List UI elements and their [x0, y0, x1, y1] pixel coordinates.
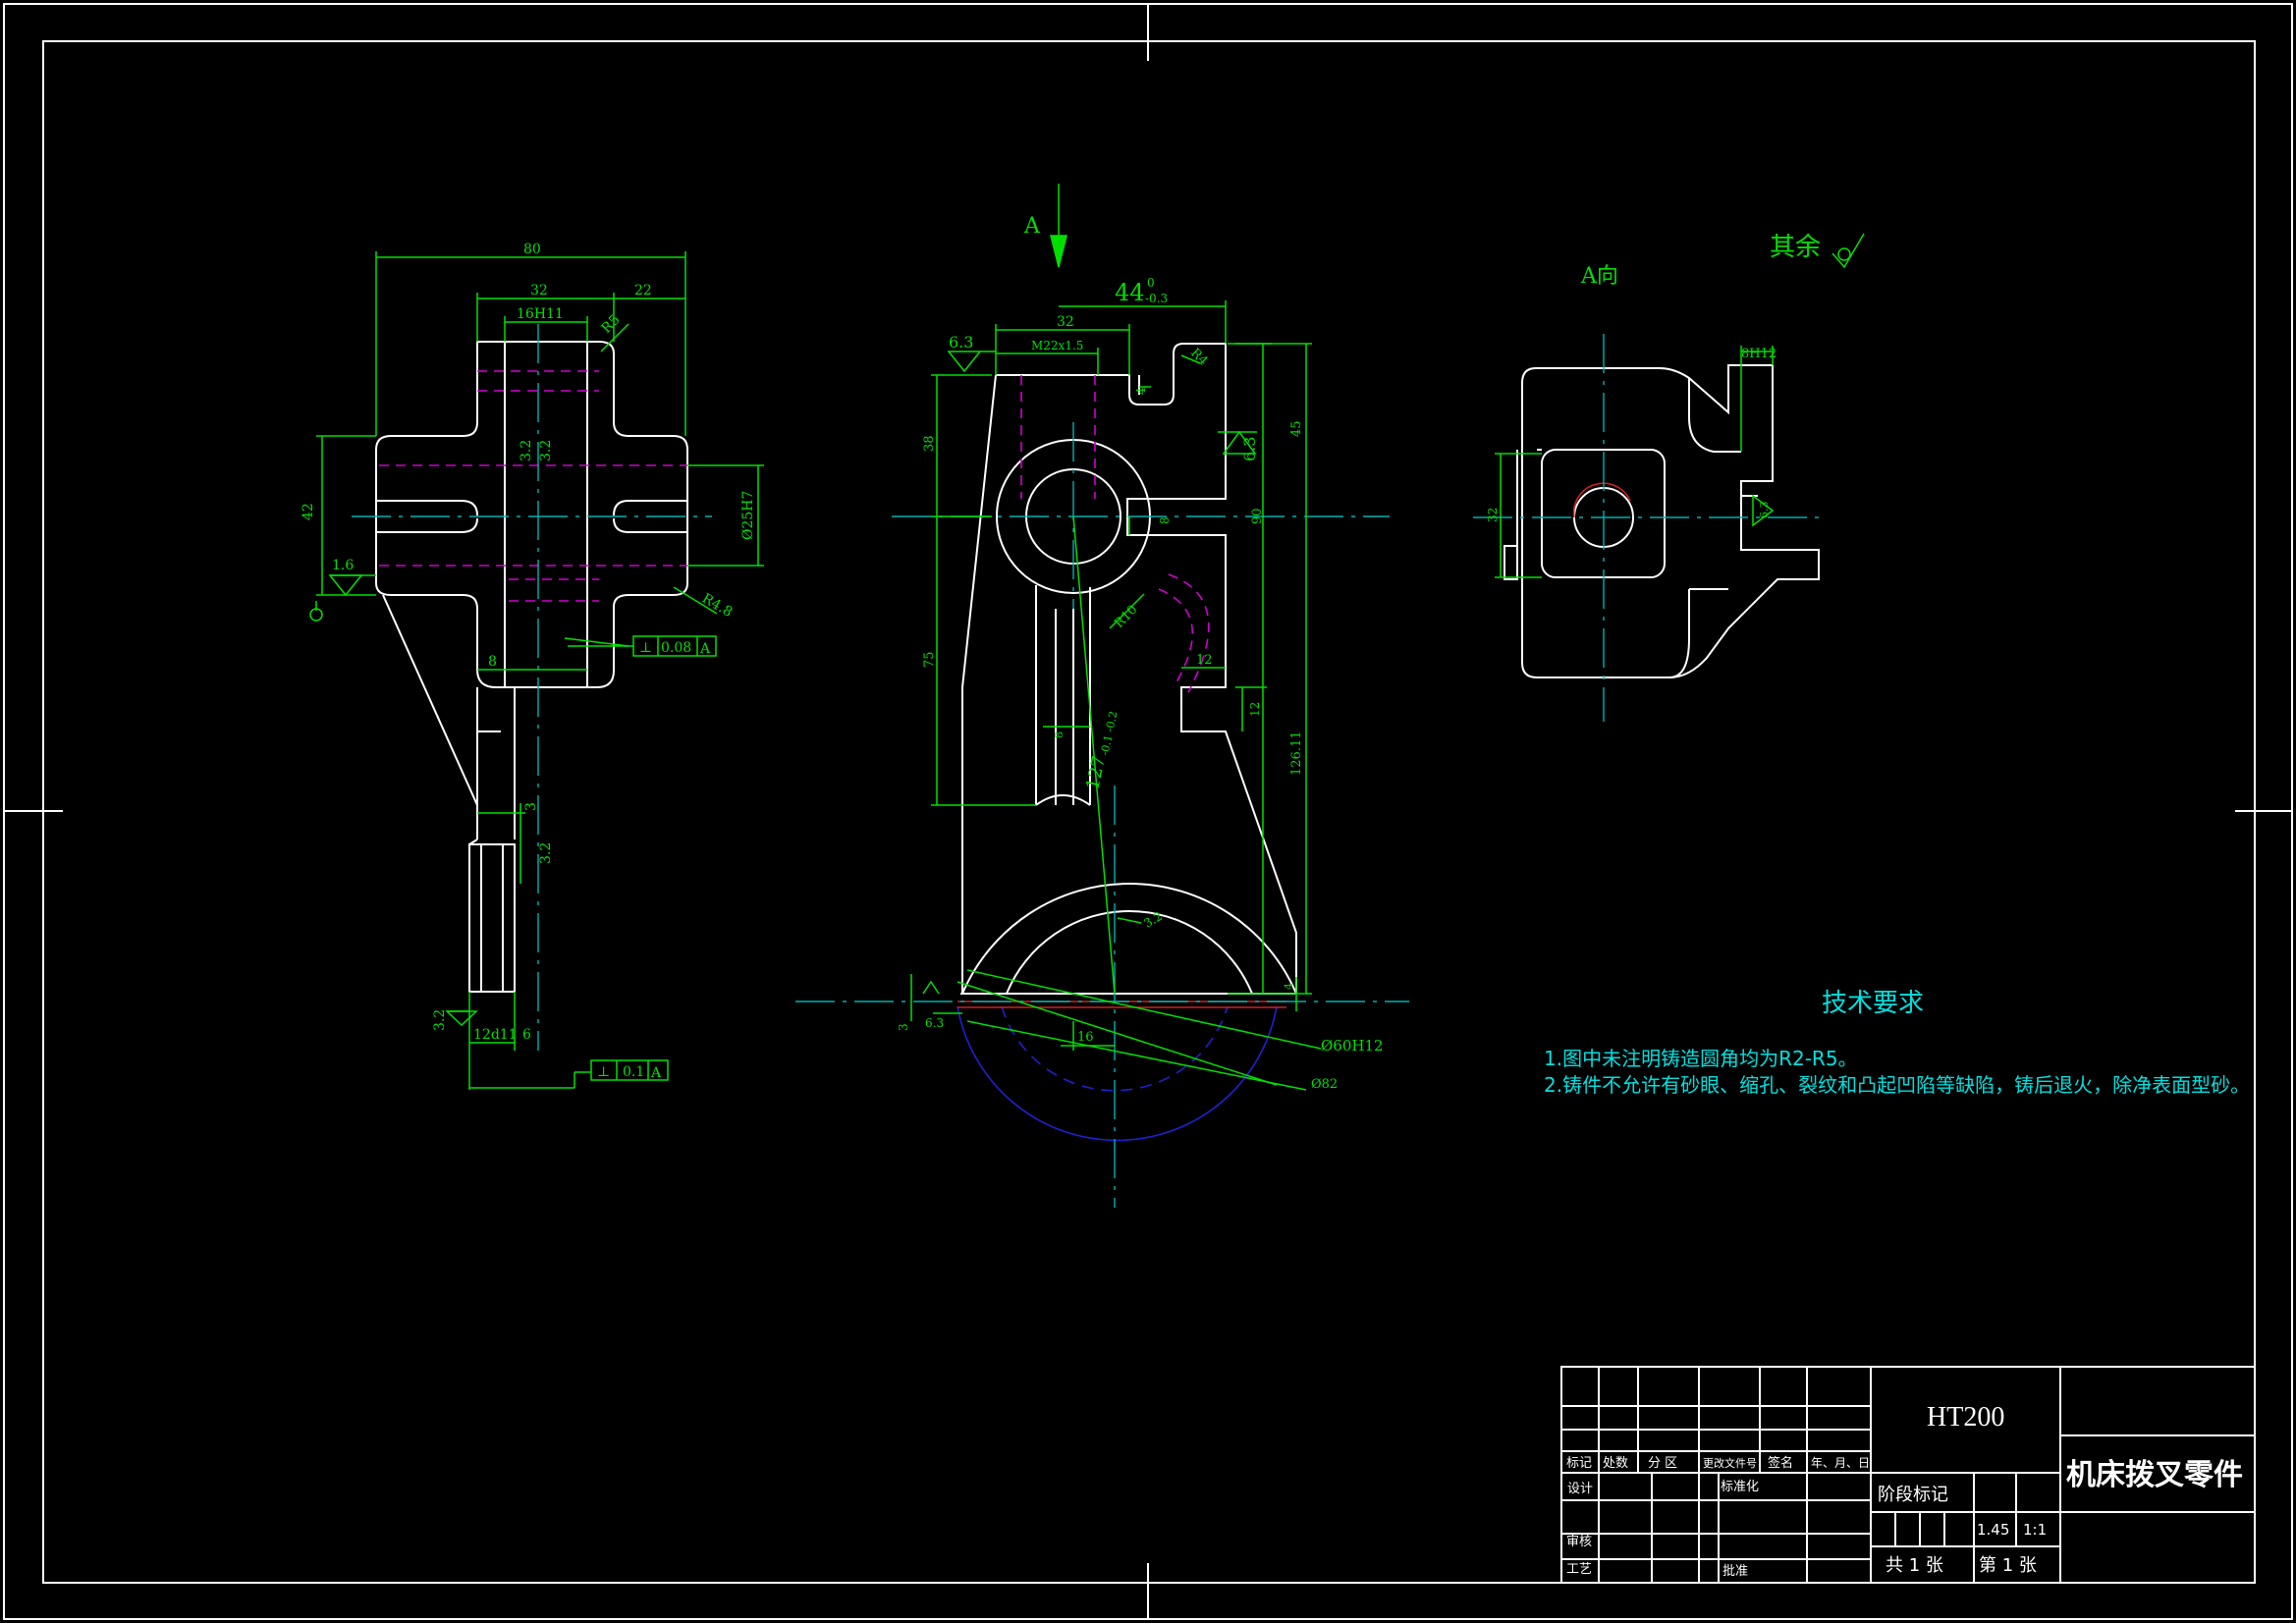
header-date: 年、月、日 [1811, 1456, 1870, 1470]
dim-25h7: Ø25H7 [740, 491, 756, 540]
ra-6-3-c: 6.3 [925, 1016, 944, 1030]
dim-82: Ø82 [1311, 1077, 1338, 1092]
dim-r4-8: R4.8 [699, 591, 735, 621]
ra-3-2-b: 3.2 [538, 440, 554, 461]
tol1-value: 0.08 [661, 640, 691, 656]
ra-3-2-a: 3.2 [519, 440, 534, 461]
outer-border [3, 3, 2293, 1620]
dim-8: 8 [1158, 516, 1172, 524]
part-name: 机床拨叉零件 [2066, 1458, 2243, 1492]
dim-22: 22 [634, 283, 652, 298]
dim-44: 44 [1115, 279, 1145, 306]
ra-6-3-b: 6.3 [1240, 437, 1259, 461]
dim-8-v: 8 [1053, 731, 1066, 738]
header-count: 处数 [1603, 1456, 1628, 1471]
label-review: 审核 [1566, 1535, 1592, 1549]
thread-m22: M22x1.5 [1031, 339, 1083, 352]
material: HT200 [1927, 1402, 2004, 1433]
dim-12d11: 12d11 [473, 1027, 518, 1043]
ra-6-3-a: 6.3 [949, 333, 973, 352]
header-zone: 分 区 [1648, 1456, 1677, 1471]
dim-38: 38 [922, 435, 937, 452]
header-sign: 签名 [1768, 1455, 1793, 1471]
dim-r4: R4 [1187, 346, 1210, 368]
label-design: 设计 [1567, 1482, 1593, 1496]
dim-127-tol: -0.1 -0.2 [1098, 710, 1120, 757]
tol2-datum: A [650, 1065, 662, 1081]
dim-3-2-v: 3.2 [538, 842, 554, 864]
roughness-note: 其余 [1770, 233, 1865, 269]
sheet-number: 第 1 张 [1979, 1555, 2037, 1576]
dim-16: 16 [1077, 1030, 1094, 1045]
right-view: A向 8H12 32 6.3 [1473, 264, 1827, 722]
dim-90: 90 [1250, 508, 1265, 524]
tol2-symbol: ⊥ [597, 1064, 610, 1080]
label-stage: 阶段标记 [1878, 1485, 1948, 1505]
sheet-total: 共 1 张 [1886, 1555, 1943, 1576]
dim-45: 45 [1289, 420, 1304, 437]
ra-6-3: 6.3 [1758, 502, 1771, 519]
dim-8h12: 8H12 [1741, 347, 1777, 361]
ra-3-2: 3.2 [432, 1009, 448, 1031]
dim-127: 127 [1082, 754, 1110, 791]
tol2-value: 0.1 [623, 1064, 644, 1080]
dim-r10: R10 [1112, 603, 1140, 631]
dim-12-a: 12 [1196, 653, 1213, 668]
inner-frame [42, 40, 2256, 1584]
label-process: 工艺 [1566, 1562, 1592, 1577]
dim-75: 75 [922, 651, 937, 668]
tech-line-1: 1.图中未注明铸造圆角均为R2-R5。 [1544, 1047, 1858, 1070]
dim-6: 6 [522, 1027, 531, 1043]
centering-marks [4, 4, 2292, 1619]
ra-1-6: 1.6 [332, 558, 354, 573]
tol1-symbol: ⊥ [639, 640, 652, 656]
dim-3: 3 [897, 1023, 910, 1031]
dim-32: 32 [530, 283, 548, 298]
tech-line-2: 2.铸件不允许有砂眼、缩孔、裂纹和凸起凹陷等缺陷，铸后退火，除净表面型砂。 [1544, 1073, 2250, 1097]
dim-16h11: 16H11 [517, 306, 564, 322]
dim-3: 3 [523, 802, 539, 811]
dim-80: 80 [523, 242, 541, 257]
dim-32: 32 [1057, 314, 1074, 330]
dim-44-lower: -0.3 [1145, 292, 1168, 305]
label-standard: 标准化 [1721, 1480, 1759, 1494]
dim-44-upper: 0 [1147, 276, 1155, 290]
dim-12-b: 12 [1248, 702, 1262, 717]
dim-42: 42 [301, 503, 316, 520]
dim-4: 4 [1134, 387, 1148, 395]
left-view: 80 32 22 16H11 R5 42 1.6 Ø25H7 R4.8 3.2 … [301, 242, 764, 1090]
view-label-a: A向 [1580, 264, 1618, 289]
dim-126-11: 126.11 [1289, 731, 1304, 777]
header-doc: 更改文件号 [1703, 1456, 1757, 1470]
scale: 1:1 [2023, 1521, 2047, 1539]
tech-title: 技术要求 [1822, 989, 1924, 1018]
dim-60h12: Ø60H12 [1321, 1037, 1384, 1055]
view-arrow-label-a: A [1023, 214, 1041, 239]
dim-8: 8 [488, 654, 497, 670]
dim-32: 32 [1486, 508, 1500, 522]
dim-4-b: 4 [1283, 983, 1295, 990]
header-mark: 标记 [1566, 1456, 1592, 1471]
label-approve: 批准 [1722, 1564, 1748, 1579]
tol1-datum: A [699, 641, 711, 657]
middle-view: A 44 0 -0.3 32 6.3 M22x1.5 R4 4 38 6.3 4… [795, 184, 1409, 1208]
tech-requirements: 技术要求 1.图中未注明铸造圆角均为R2-R5。 2.铸件不允许有砂眼、缩孔、裂… [1544, 989, 2250, 1097]
roughness-text: 其余 [1770, 233, 1821, 262]
title-block: HT200 机床拨叉零件 标记 处数 分 区 更改文件号 签名 年、月、日 设计… [1560, 1366, 2256, 1584]
weight: 1.45 [1977, 1521, 2009, 1539]
